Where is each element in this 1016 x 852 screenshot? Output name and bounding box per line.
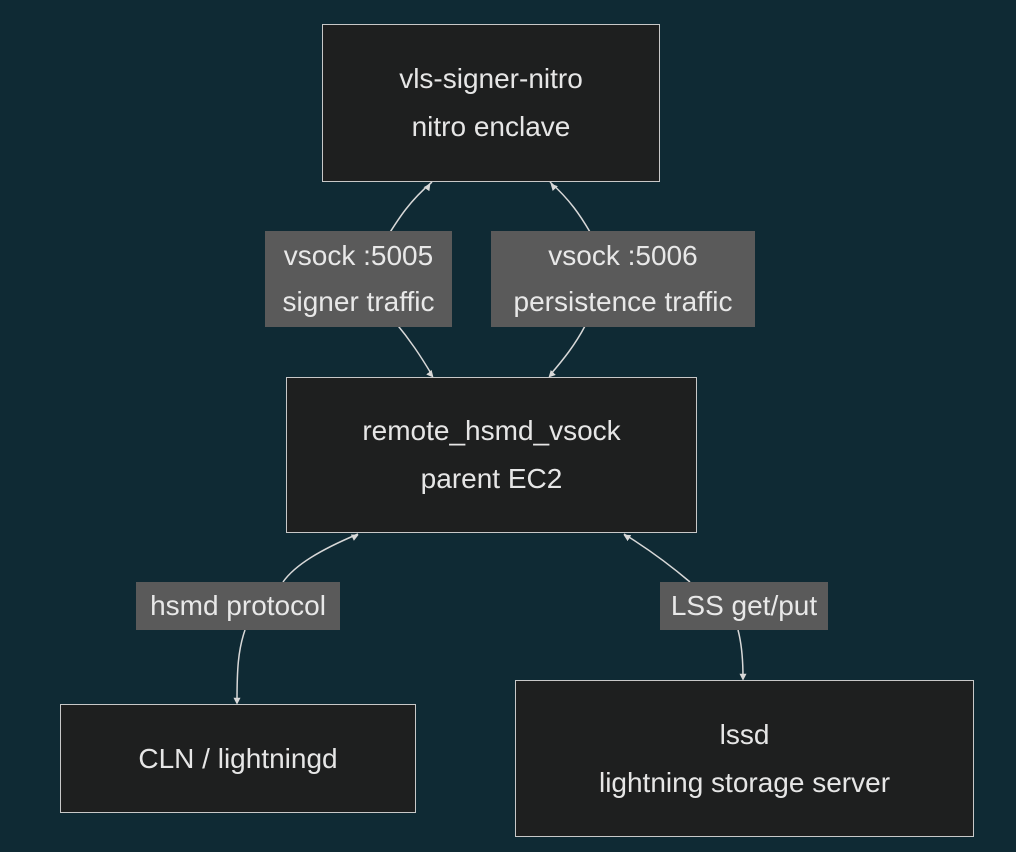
node-parent-name: remote_hsmd_vsock	[362, 415, 621, 446]
node-cln-lightningd: CLN / lightningd	[60, 704, 416, 813]
edge-lss-get-put	[623, 533, 744, 679]
edge-label-lss-text: LSS get/put	[670, 590, 818, 621]
node-cln-name: CLN / lightningd	[138, 742, 338, 774]
edge-hsmd-protocol-arrow-up	[350, 534, 359, 541]
edge-label-signer-desc: signer traffic	[282, 286, 435, 317]
edge-label-signer-port: vsock :5005	[283, 240, 434, 271]
edge-label-persistence-traffic: vsock :5006 persistence traffic	[491, 231, 755, 327]
node-signer-subtitle: nitro enclave	[411, 111, 571, 142]
node-vls-signer-nitro: vls-signer-nitro nitro enclave	[322, 24, 660, 182]
edge-label-signer-traffic: vsock :5005 signer traffic	[265, 231, 452, 327]
edge-hsmd-protocol	[236, 533, 359, 703]
edge-signer-traffic-arrow-up	[423, 183, 431, 192]
node-remote-hsmd-vsock: remote_hsmd_vsock parent EC2	[286, 377, 697, 533]
node-parent-subtitle: parent EC2	[420, 463, 563, 494]
edge-persistence-traffic-arrow-down	[548, 370, 556, 378]
node-lssd: lssd lightning storage server	[515, 680, 974, 837]
edge-label-hsmd-protocol: hsmd protocol	[136, 582, 340, 630]
edge-persistence-traffic-arrow-up	[550, 183, 558, 192]
edge-label-lss-get-put: LSS get/put	[660, 582, 828, 630]
node-lssd-subtitle: lightning storage server	[598, 766, 891, 798]
edge-label-persistence-port: vsock :5006	[548, 240, 698, 271]
edge-signer-traffic-arrow-down	[426, 369, 434, 378]
node-signer-name: vls-signer-nitro	[399, 63, 583, 94]
edge-label-hsmd-text: hsmd protocol	[150, 590, 326, 621]
node-lssd-name: lssd	[719, 718, 770, 750]
edge-label-persistence-desc: persistence traffic	[513, 286, 733, 317]
